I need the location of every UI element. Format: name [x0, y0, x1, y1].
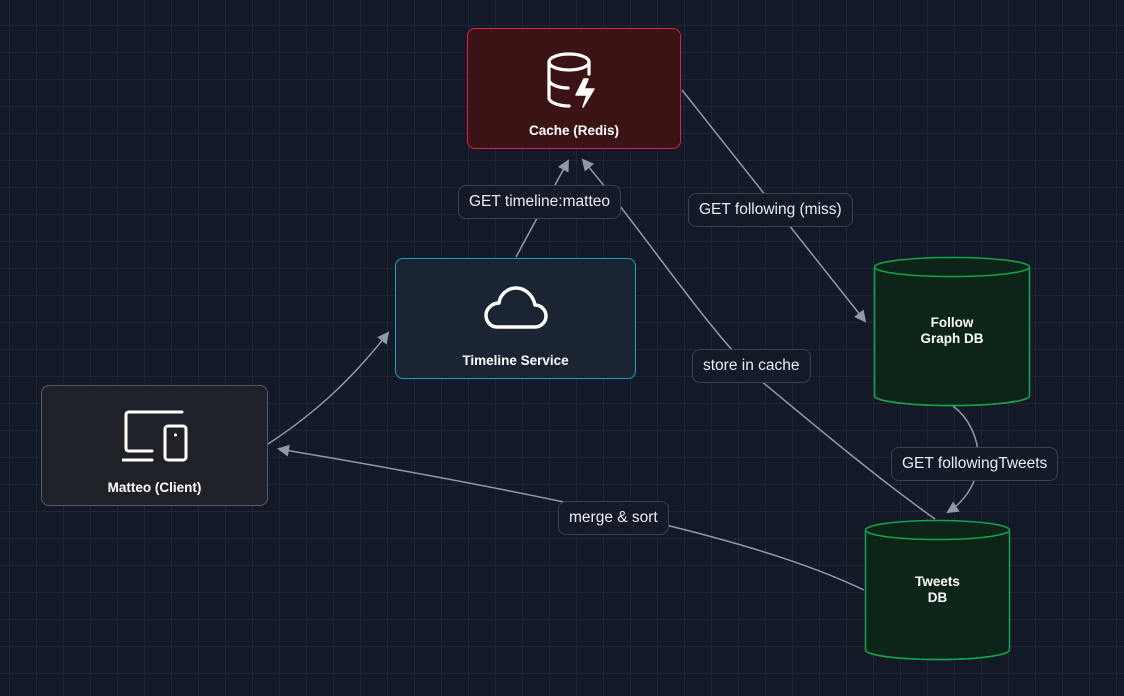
node-label: Tweets DB: [864, 574, 1011, 606]
edge-label-merge-sort[interactable]: merge & sort: [558, 501, 669, 535]
node-timeline-service[interactable]: Timeline Service: [395, 258, 636, 379]
edge-label-get-timeline[interactable]: GET timeline:matteo: [458, 185, 621, 219]
label-line: Tweets: [915, 574, 960, 589]
node-cache-redis[interactable]: Cache (Redis): [467, 28, 681, 149]
node-label: Follow Graph DB: [873, 315, 1031, 347]
label-line: Follow: [930, 315, 974, 330]
edge-label-store-in-cache[interactable]: store in cache: [692, 349, 811, 383]
node-label: Matteo (Client): [107, 480, 202, 495]
edge-label-get-following-tweets[interactable]: GET followingTweets: [891, 447, 1059, 481]
node-label: Timeline Service: [462, 353, 569, 368]
cloud-icon: [483, 285, 549, 334]
edge-label-get-following[interactable]: GET following (miss): [688, 193, 853, 227]
cylinder-shape: [864, 519, 1011, 661]
node-label: Cache (Redis): [528, 123, 620, 138]
node-client-matteo[interactable]: Matteo (Client): [41, 385, 268, 506]
database-lightning-icon: [544, 49, 604, 112]
label-line: DB: [927, 590, 948, 605]
node-follow-graph-db[interactable]: Follow Graph DB: [873, 256, 1031, 408]
label-line: Graph DB: [920, 331, 984, 346]
cylinder-shape: [873, 256, 1031, 407]
devices-icon: [121, 410, 188, 465]
edge-client-to-timeline[interactable]: [267, 331, 390, 445]
edge-tweets-db-to-client[interactable]: [277, 444, 865, 591]
node-tweets-db[interactable]: Tweets DB: [864, 519, 1011, 662]
